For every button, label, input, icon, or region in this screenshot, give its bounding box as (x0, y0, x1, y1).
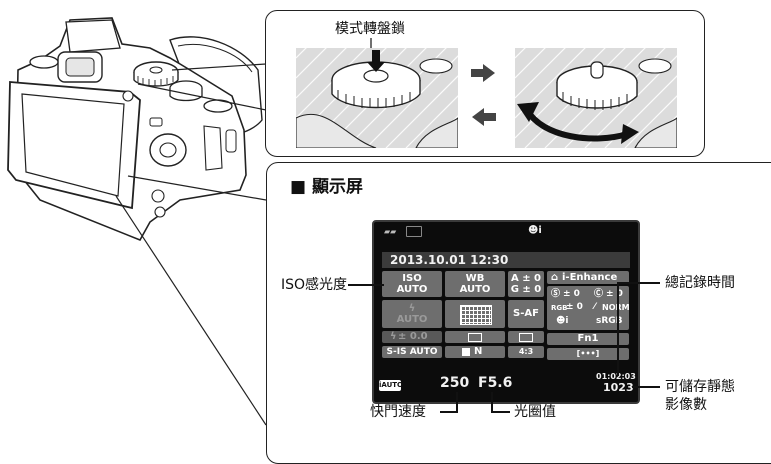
gradation-icon: ⁄ (594, 302, 596, 312)
picture-mode-cell (547, 271, 629, 284)
metering-icon (519, 333, 533, 342)
contrast-icon: Ⓒ (594, 289, 604, 299)
shooting-mode: iAUTO (379, 381, 404, 389)
sharpness: ± 0 (566, 302, 583, 312)
gradation: NORM (602, 303, 630, 312)
fn-button: Fn1 (577, 333, 599, 344)
face-priority-icon: ☻i (528, 225, 542, 236)
saturation: ± 0 (563, 289, 580, 299)
mode-dial-unlocked-image (515, 48, 677, 148)
quality: N (474, 346, 483, 357)
face-icon: ☻i (556, 316, 569, 326)
af-mode: S-AF (513, 308, 539, 319)
picture-mode-icon: ⌂ (551, 272, 559, 283)
total-record-time-label: 總記錄時間 (665, 275, 735, 291)
wb-adjust-cell (508, 271, 544, 297)
mode-dial-lock-title: 模式轉盤鎖 (335, 21, 405, 37)
quality-cell (445, 346, 505, 358)
stabilizer-cell (382, 346, 442, 358)
flash-icon: ϟ (408, 303, 416, 314)
color-space: sRGB (596, 316, 623, 326)
af-mode-cell (508, 300, 544, 328)
datetime-bar (382, 252, 630, 268)
flash-comp: ± 0.0 (398, 331, 428, 342)
flash-comp-icon: ϟ (390, 331, 397, 342)
aspect: 4:3 (518, 347, 534, 356)
camera-illustration (0, 0, 300, 435)
flash-mode-cell (382, 300, 442, 328)
shooting-mode-badge (379, 380, 401, 391)
wb-cell-label: WB (465, 273, 485, 284)
shots-remaining: 1023 (603, 381, 634, 394)
wb-cell (445, 271, 505, 297)
sharpness-icon: RGB (551, 304, 568, 312)
card-icon (406, 226, 422, 237)
quality-size-icon (462, 348, 470, 356)
picture-mode: i-Enhance (562, 272, 618, 283)
storable-images-label-line1: 可儲存靜態 (665, 379, 735, 395)
wb-cell-value: AUTO (459, 284, 491, 295)
picture-params-cell (547, 286, 629, 330)
aperture-value: F5.6 (478, 375, 513, 391)
signal-icon: ▰▰ (384, 227, 397, 236)
lv-icon: [•••] (576, 349, 600, 358)
shutter-speed-label: 快門速度 (370, 404, 426, 420)
fn-cell (547, 333, 629, 345)
record-time: 01:02:03 (596, 372, 636, 381)
datetime: 2013.10.01 12:30 (390, 253, 509, 267)
iso-label: ISO感光度 (281, 277, 348, 293)
af-target-icon (460, 305, 492, 325)
drive-mode-cell (445, 331, 505, 343)
storable-images-label-line2: 影像數 (665, 397, 707, 413)
lv-button-cell (547, 348, 629, 360)
a-adjust: A ± 0 (510, 273, 542, 284)
stabilizer: S-IS AUTO (386, 347, 438, 357)
metering-cell (508, 331, 544, 343)
display-section-title: ■ 顯示屏 (290, 177, 363, 197)
aperture-label: 光圈值 (514, 404, 556, 420)
arrow-right-icon (471, 64, 497, 82)
pointer-lines (348, 282, 660, 413)
iso-cell (382, 271, 442, 297)
contrast: ± 0 (606, 289, 623, 299)
g-adjust: G ± 0 (510, 284, 542, 295)
aspect-cell (508, 346, 544, 358)
flash-mode: AUTO (396, 314, 428, 325)
single-shot-icon (468, 333, 482, 342)
saturation-icon: Ⓢ (551, 289, 561, 299)
iso-cell-label: ISO (402, 273, 422, 284)
iso-cell-value: AUTO (396, 284, 428, 295)
shutter-value: 250 (440, 375, 470, 391)
flash-comp-cell (382, 331, 442, 343)
mode-dial-locked-image (296, 48, 458, 148)
arrow-left-icon (470, 108, 496, 126)
